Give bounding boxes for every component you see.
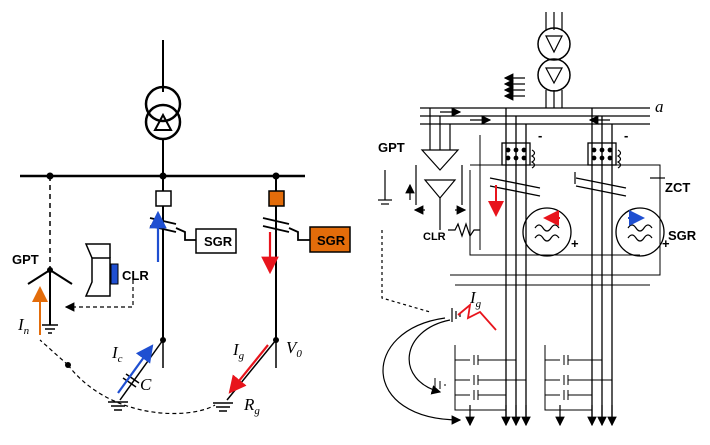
rg-label: Rg — [243, 395, 260, 417]
ig-current-arrow — [228, 344, 269, 394]
line-capacitances — [434, 345, 612, 411]
right-gpt-label: GPT — [378, 140, 405, 155]
zct-1 — [489, 177, 541, 197]
return-path-dashed — [67, 364, 216, 415]
sgr-right-box — [309, 226, 351, 253]
gpt-wye-symbol — [27, 269, 73, 325]
minus-sign-1: - — [538, 128, 542, 143]
phase-a-label: a — [655, 97, 664, 116]
clr-reactor — [84, 243, 119, 297]
sgr-left-label: SGR — [204, 234, 233, 249]
gpt-label: GPT — [12, 252, 39, 267]
right-clr-label: CLR — [423, 231, 446, 243]
clr-dashed-link — [64, 280, 134, 312]
transformer-upper-winding — [144, 85, 182, 123]
right-transformer-upper — [537, 27, 571, 61]
ic-current-arrow — [117, 344, 154, 394]
breaker-right — [268, 190, 285, 207]
right-clr-resistor — [448, 222, 480, 238]
v0-label: V0 — [286, 338, 302, 360]
capacitor-ground — [108, 401, 128, 411]
gpt-ground — [42, 324, 58, 334]
minus-sign-2: - — [624, 128, 628, 143]
capacitor-symbol — [122, 373, 140, 388]
in-label: In — [17, 315, 30, 337]
plus-sign-2: + — [662, 236, 670, 251]
ic-label: Ic — [111, 343, 123, 365]
breaker-left — [155, 190, 172, 207]
plus-sign-1: + — [571, 236, 579, 251]
transformer-delta-symbol — [153, 112, 173, 131]
fault-ground — [213, 402, 233, 412]
clr-label: CLR — [122, 268, 149, 283]
right-transformer-lower — [537, 58, 571, 92]
c-label: C — [140, 375, 152, 394]
transformer-arrows — [503, 73, 525, 101]
capacitance-branch — [119, 339, 164, 401]
right-sgr-label: SGR — [668, 228, 697, 243]
zct-2 — [575, 177, 627, 197]
sgr-right-label: SGR — [317, 233, 346, 248]
sgr-left-box — [195, 228, 237, 254]
right-ig-label: Ig — [469, 288, 482, 310]
fault-zigzag — [457, 302, 497, 331]
right-diagram — [378, 12, 665, 427]
sgr-relay-2 — [615, 207, 665, 257]
sgr-relay-1 — [522, 207, 572, 257]
zct-label: ZCT — [665, 180, 690, 195]
right-gpt-group — [378, 108, 467, 230]
ig-left-label: Ig — [232, 340, 245, 362]
left-diagram — [20, 40, 351, 415]
ct-right — [262, 217, 310, 241]
